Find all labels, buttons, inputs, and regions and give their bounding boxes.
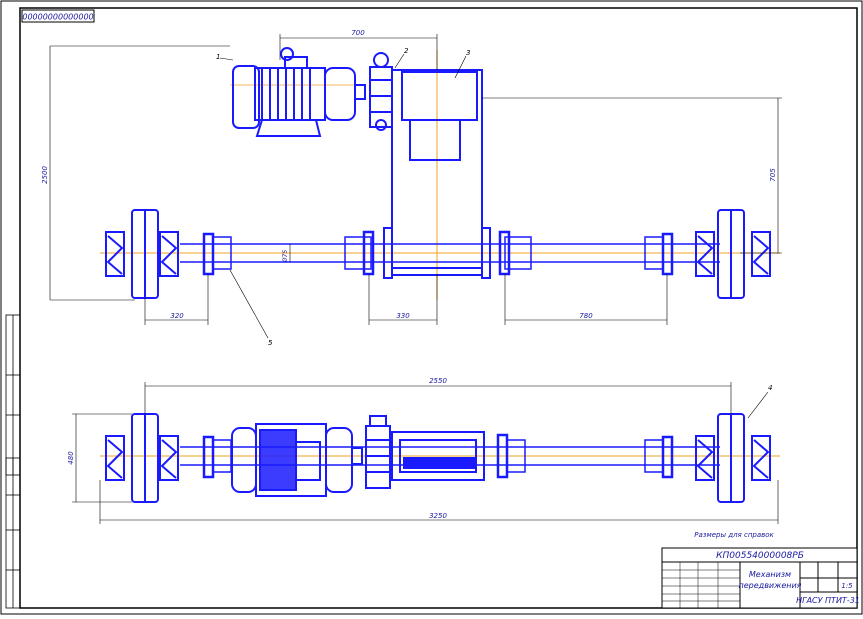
title-org: НГАСУ ПТИТ-31: [796, 596, 860, 605]
title-scale: 1:5: [841, 582, 853, 590]
leader-4: 4: [768, 384, 772, 392]
reference-note: Размеры для справок: [694, 531, 774, 539]
leader-1: 1: [216, 53, 220, 61]
top-code-box: [21, 9, 95, 23]
dim-left-vertical: 2500: [41, 166, 49, 184]
left-wheel: [105, 209, 179, 299]
plan-couplings: [202, 433, 674, 479]
right-wheel: [695, 209, 771, 299]
plan-brake: [365, 415, 391, 489]
leader-3: 3: [466, 49, 470, 57]
plan-gearbox: [391, 431, 485, 481]
dim-shaft-dia: Ø75: [282, 250, 289, 264]
dim-top-overall: 700: [351, 29, 365, 37]
dim-plan-overall: 2550: [429, 377, 447, 385]
plan-view: 2550 3250 480 4 Размеры для справок: [67, 377, 780, 539]
dim-right-bottom: 780: [579, 312, 593, 320]
plan-dimensions: [72, 382, 779, 524]
title-designation: КП00554000008РБ: [716, 551, 804, 561]
leader-5: 5: [268, 339, 273, 347]
left-margin-stamps: [5, 314, 21, 609]
elevation-dimensions: [49, 34, 782, 339]
drive-shaft: [180, 236, 720, 270]
dim-right-vertical: 705: [769, 168, 777, 182]
dim-plan-bottom: 3250: [429, 512, 447, 520]
title-line2: передвижения: [739, 581, 802, 590]
motor: [232, 47, 366, 137]
dim-gauge-left: 320: [170, 312, 184, 320]
shaft-couplings: [202, 230, 674, 276]
plan-right-wheel: [695, 413, 771, 503]
drawing-frame: [19, 7, 858, 609]
elevation-view: 700 2500 705 320 330 780 Ø75 1 2 3 5: [41, 29, 782, 347]
plan-left-wheel: [105, 413, 179, 503]
leader-2: 2: [404, 47, 409, 55]
plan-motor: [231, 423, 363, 497]
title-line1: Механизм: [749, 570, 791, 579]
brake-coupling: [369, 52, 393, 131]
top-code: 00000000000000: [22, 13, 93, 22]
dim-center-bottom: 330: [396, 312, 410, 320]
title-block: [661, 547, 858, 609]
dim-plan-left-vertical: 480: [67, 451, 75, 465]
